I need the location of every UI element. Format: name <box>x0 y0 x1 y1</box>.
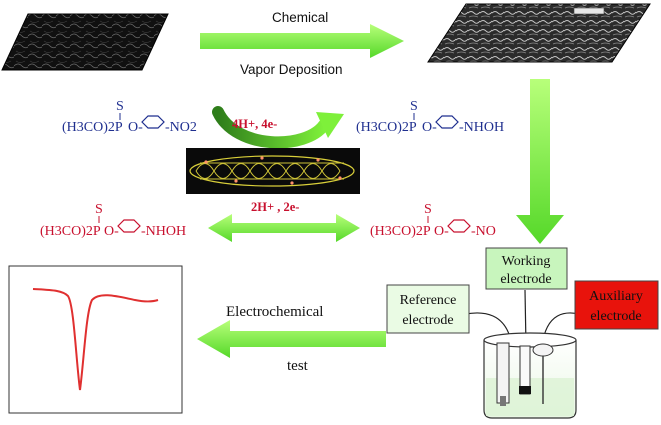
right-group: -NO <box>471 224 496 239</box>
product-hydroxylamine-molecule: (H3CO)2P S O- -NHOH <box>356 99 504 135</box>
reactant-sulfur: S <box>116 99 124 114</box>
working-label-line2: electrode <box>500 272 551 287</box>
test-label-line1: Electrochemical <box>226 304 323 320</box>
left-prefix: (H3CO)2P <box>40 224 101 239</box>
cvd-label-line2: Vapor Deposition <box>240 62 343 77</box>
benzene-ring <box>447 219 471 233</box>
benzene-ring <box>435 115 459 129</box>
working-label-line1: Working <box>502 254 551 269</box>
curved-arrow-head <box>316 112 344 138</box>
scale-bar <box>573 7 605 15</box>
cvd-arrow <box>200 24 404 58</box>
voltammogram-frame <box>8 265 183 414</box>
working-electrode-box <box>485 247 568 290</box>
substrate-before-image <box>1 13 169 71</box>
reference-label-line1: Reference <box>400 293 457 308</box>
left-sulfur: S <box>95 202 103 217</box>
right-prefix: (H3CO)2P <box>370 224 431 239</box>
right-sulfur: S <box>424 202 432 217</box>
voltammogram-curve <box>32 288 159 391</box>
reactant-nitro-molecule: (H3CO)2P S O- -NO2 <box>62 99 197 135</box>
right-o: O- <box>434 224 449 239</box>
down-arrow <box>516 79 564 244</box>
product-sulfur: S <box>410 99 418 114</box>
test-arrow <box>197 320 386 358</box>
benzene-ring <box>141 115 165 129</box>
auxiliary-label-line2: electrode <box>590 309 641 324</box>
auxiliary-label-line1: Auxiliary <box>589 289 643 304</box>
reference-electrode-rod <box>496 342 510 404</box>
cvd-label-line1: Chemical <box>272 10 328 25</box>
auxiliary-electrode-box <box>574 280 659 330</box>
reference-label-line2: electrode <box>402 313 453 328</box>
nanotube-image <box>186 148 360 194</box>
left-o: O- <box>104 224 119 239</box>
product-group: -NHOH <box>459 120 504 135</box>
product-prefix: (H3CO)2P <box>356 120 417 135</box>
reagents-4h-4e: 4H+, 4e- <box>232 117 277 131</box>
reactant-o: O- <box>128 120 143 135</box>
reference-electrode-box <box>386 284 470 334</box>
reversible-arrow <box>208 214 360 242</box>
test-label-line2: test <box>287 358 309 374</box>
reagents-2h-2e: 2H+ , 2e- <box>251 200 299 214</box>
reactant-prefix: (H3CO)2P <box>62 120 123 135</box>
auxiliary-electrode-head <box>532 343 554 357</box>
benzene-ring <box>117 219 141 233</box>
reduction-curved-arrow <box>212 106 330 149</box>
right-nitroso-molecule: (H3CO)2P S O- -NO <box>370 202 496 239</box>
left-group: -NHOH <box>141 224 186 239</box>
left-hydroxylamine-molecule: (H3CO)2P S O- -NHOH <box>40 202 186 239</box>
product-o: O- <box>422 120 437 135</box>
substrate-after-image <box>427 3 651 63</box>
electrochemical-cell <box>449 289 593 419</box>
reactant-group: -NO2 <box>165 120 197 135</box>
